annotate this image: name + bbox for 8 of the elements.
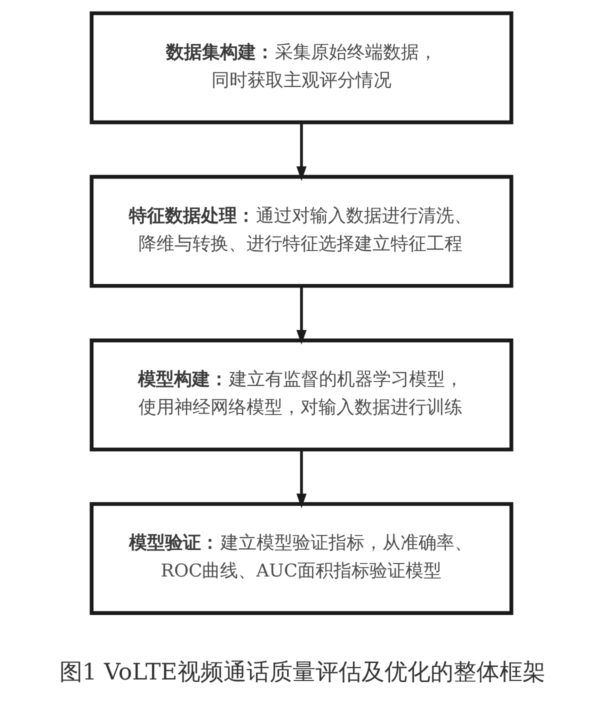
- node-box: 数据集构建：采集原始终端数据，同时获取主观评分情况: [89, 11, 513, 124]
- node-box: 模型验证：建立模型验证指标，从准确率、ROC曲线、AUC面积指标验证模型: [89, 502, 513, 615]
- node-box: 模型构建：建立有监督的机器学习模型，使用神经网络模型，对输入数据进行训练: [89, 338, 513, 452]
- arrow: [296, 286, 306, 345]
- caption: 图1 VoLTE视频通话质量评估及优化的整体框架: [58, 660, 545, 686]
- node-box: 特征数据处理：通过对输入数据进行清洗、降维与转换、进行特征选择建立特征工程: [89, 174, 513, 288]
- arrow: [296, 450, 306, 508]
- arrow: [296, 122, 306, 181]
